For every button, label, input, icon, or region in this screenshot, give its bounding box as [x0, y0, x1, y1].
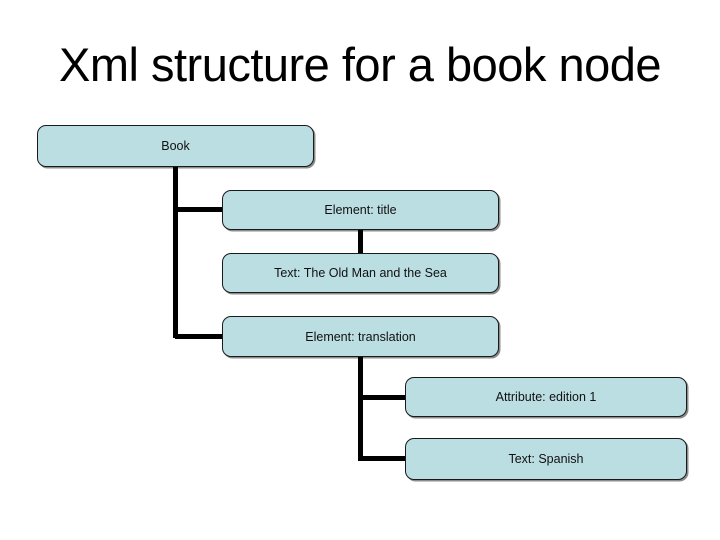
connector-book-trunk	[173, 167, 178, 338]
connector-branch-attribute	[358, 395, 405, 400]
connector-branch-element-translation	[175, 334, 222, 339]
node-text-spanish[interactable]: Text: Spanish	[405, 438, 687, 480]
node-element-title[interactable]: Element: title	[222, 190, 499, 230]
connector-branch-element-title	[175, 207, 222, 212]
connector-translation-trunk	[358, 357, 363, 461]
slide-title: Xml structure for a book node	[58, 38, 662, 91]
node-book[interactable]: Book	[37, 125, 314, 167]
node-attribute-edition[interactable]: Attribute: edition 1	[405, 377, 687, 417]
connector-branch-text-spanish	[358, 456, 405, 461]
connector-title-to-text	[358, 230, 363, 253]
node-element-translation[interactable]: Element: translation	[222, 316, 499, 357]
node-text-old-man-and-the-sea[interactable]: Text: The Old Man and the Sea	[222, 253, 499, 293]
